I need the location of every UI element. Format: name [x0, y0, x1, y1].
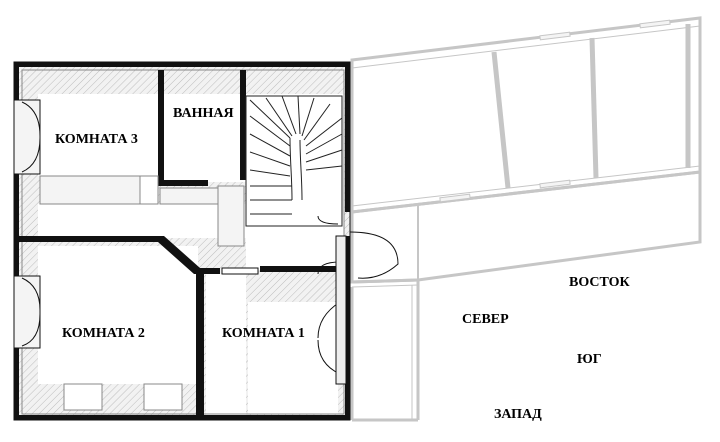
neighbour-building-outline: [350, 16, 702, 422]
east-doors: [317, 215, 399, 385]
interior-walls: [18, 70, 346, 416]
direction-north: СЕВЕР: [462, 312, 509, 327]
direction-east: ВОСТОК: [569, 275, 631, 290]
direction-west: ЗАПАД: [494, 407, 542, 422]
room-label-bath: ВАННАЯ: [173, 106, 234, 121]
room-label-1: КОМНАТА 1: [222, 326, 305, 341]
staircase: [245, 95, 343, 227]
west-windows: [13, 99, 41, 349]
direction-south: ЮГ: [577, 352, 602, 367]
room-label-3: КОМНАТА 3: [55, 132, 138, 147]
south-windows: [39, 175, 245, 411]
exterior-frame: [14, 62, 350, 420]
room-label-2: КОМНАТА 2: [62, 326, 145, 341]
